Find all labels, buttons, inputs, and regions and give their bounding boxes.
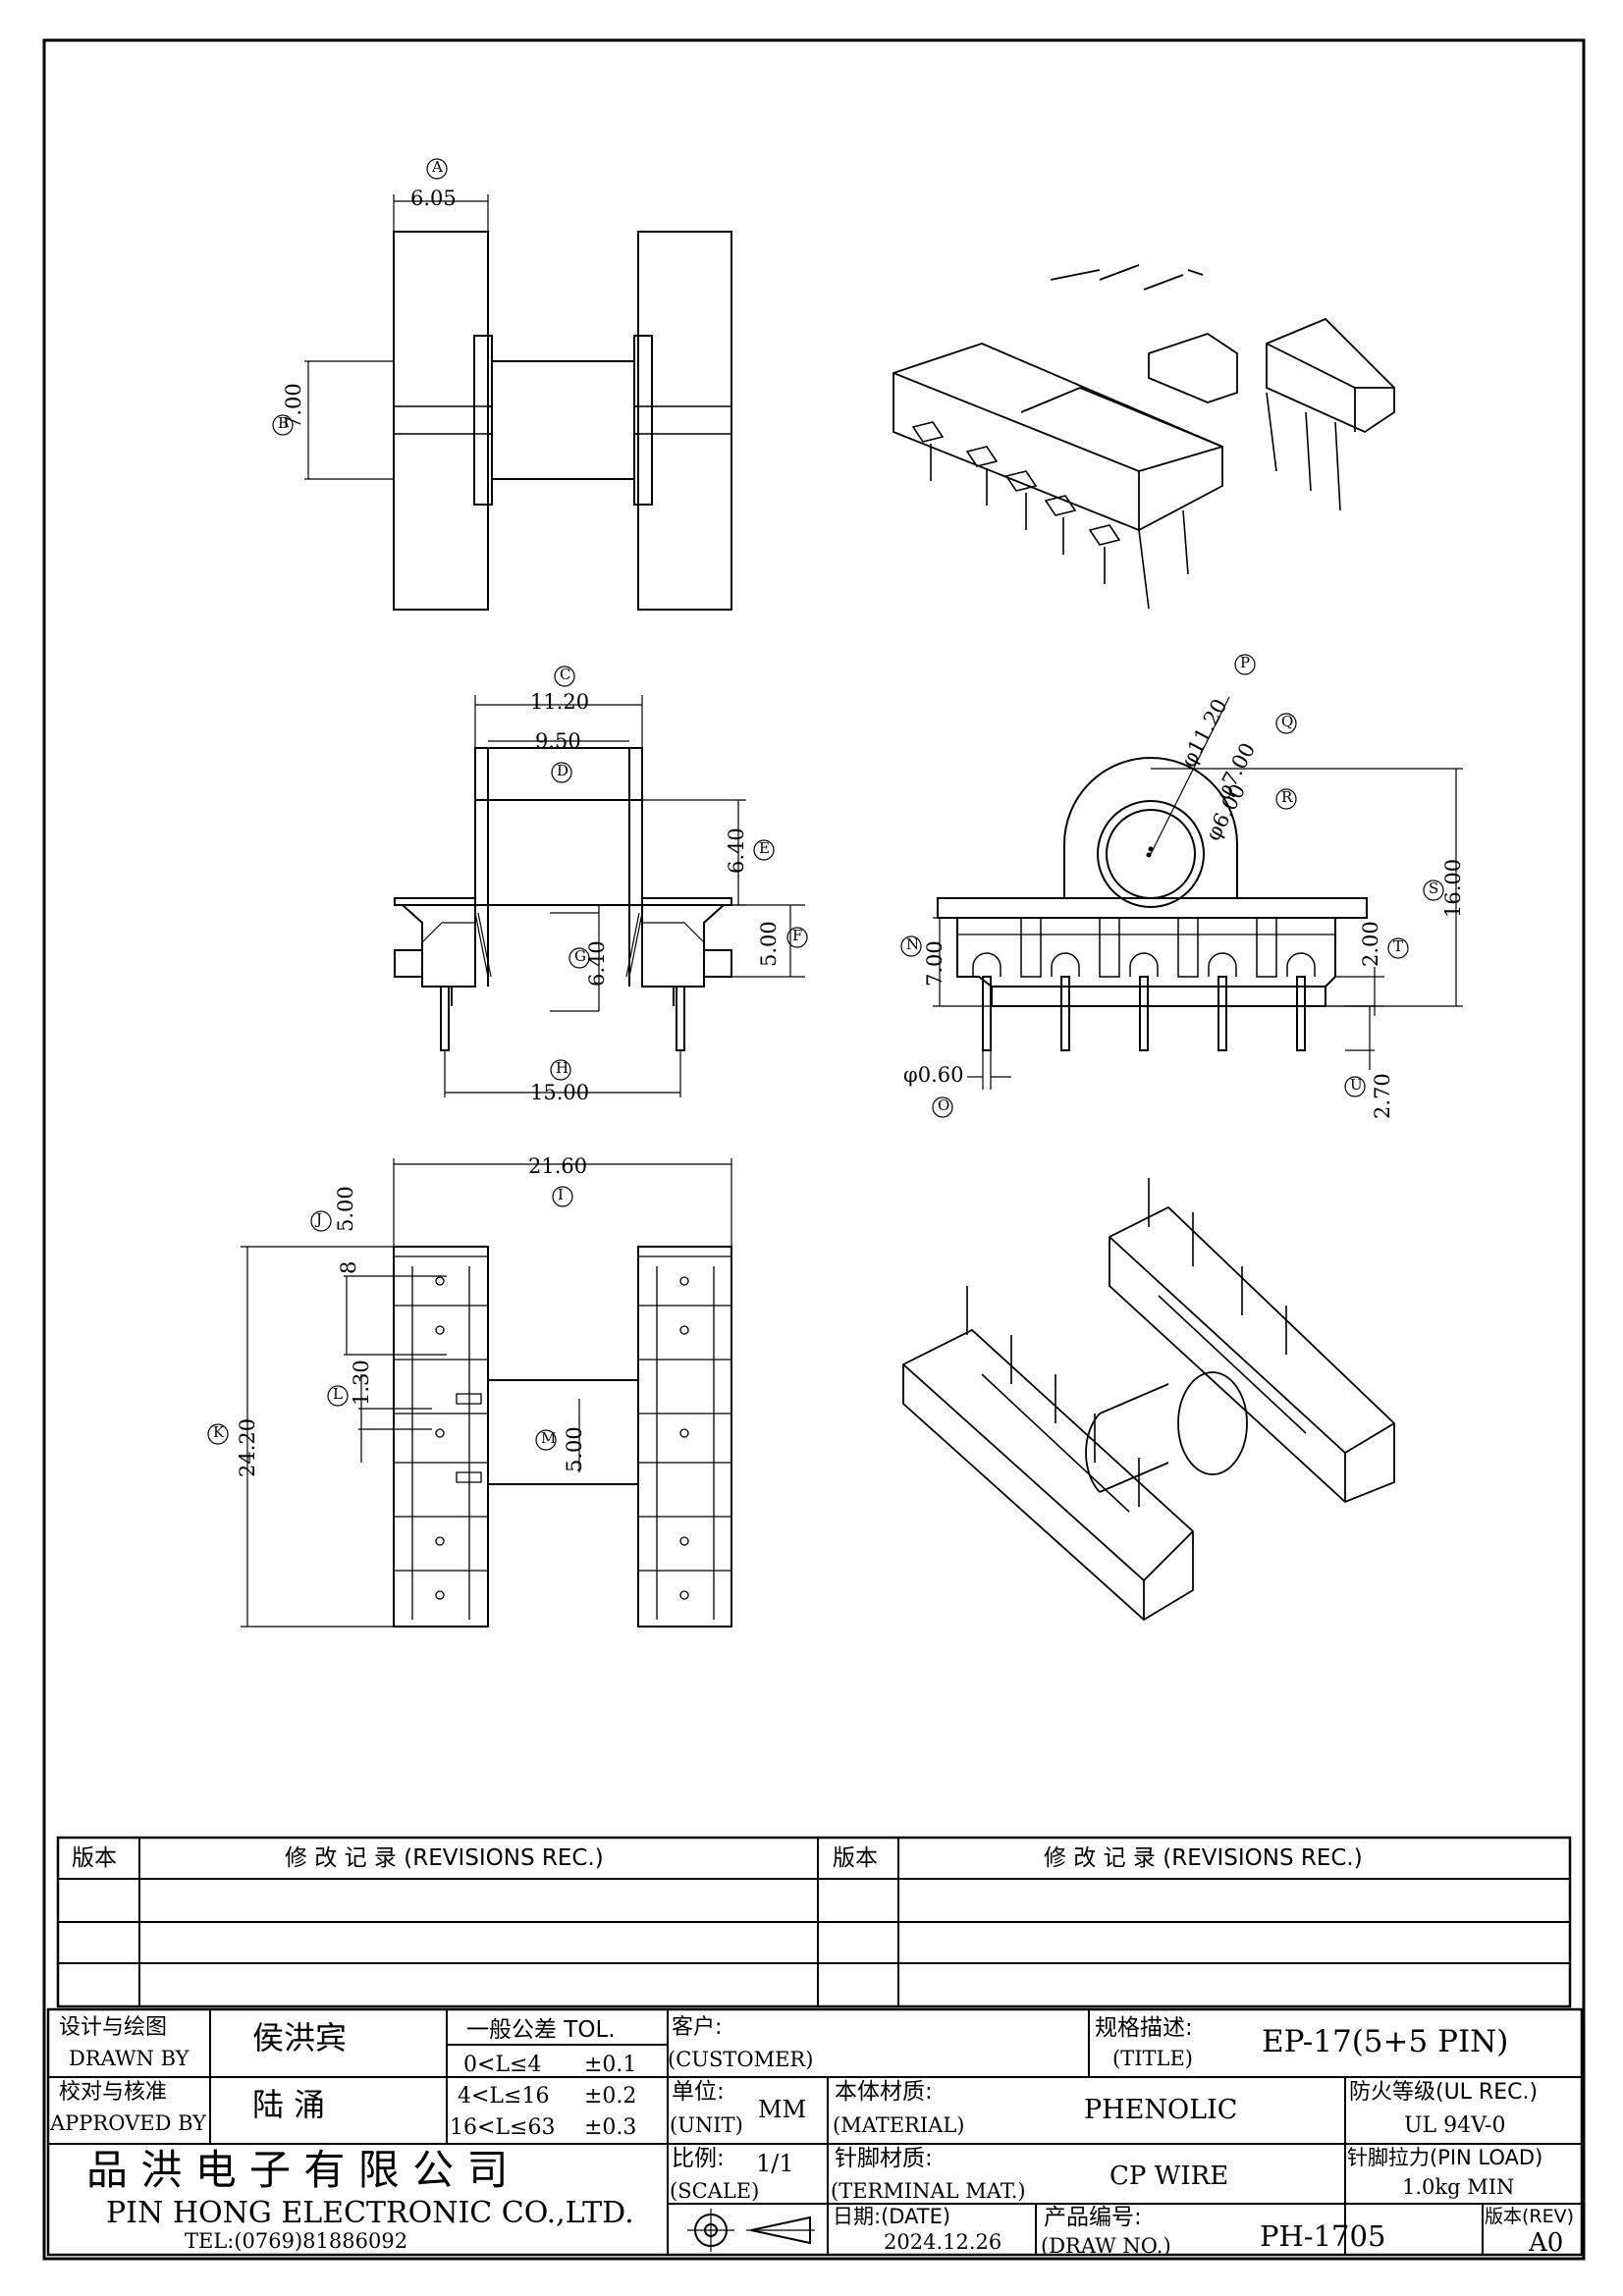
dim-g-value: 6.40 — [585, 940, 609, 987]
terminal-label-en: (TERMINAL MAT.) — [831, 2179, 1026, 2203]
pin-load-value: 1.0kg MIN — [1402, 2175, 1515, 2199]
dim-p-tag: P — [1240, 654, 1251, 671]
date-value: 2024.12.26 — [884, 2230, 1002, 2254]
tol-range-1: 0<L≤4 — [463, 2053, 542, 2077]
unit-label-en: (UNIT) — [670, 2113, 743, 2137]
dim-a-tag: A — [432, 158, 443, 176]
title-label: 规格描述: — [1095, 2015, 1193, 2041]
draw-no-label-en: (DRAW NO.) — [1041, 2234, 1171, 2258]
title-label-en: (TITLE) — [1112, 2047, 1193, 2070]
rev-value: A0 — [1529, 2228, 1564, 2258]
dim-f-value: 5.00 — [757, 921, 781, 967]
revision-table — [56, 1836, 1572, 2008]
dim-k-value: 24.20 — [236, 1417, 259, 1477]
dim-c-tag: C — [560, 666, 571, 683]
unit-label: 单位: — [672, 2079, 725, 2105]
dim-k-tag: K — [213, 1423, 225, 1441]
material-label-en: (MATERIAL) — [833, 2113, 965, 2137]
customer-label-en: (CUSTOMER) — [668, 2048, 814, 2071]
dim-u-value: 2.70 — [1371, 1073, 1394, 1119]
rev-right-version-header: 版本 — [833, 1845, 878, 1871]
material-label: 本体材质: — [835, 2079, 933, 2105]
tol-range-3: 16<L≤63 — [450, 2115, 556, 2140]
title-value: EP-17(5+5 PIN) — [1262, 2024, 1509, 2059]
dim-n-tag: N — [906, 935, 920, 953]
dim-o-value: φ0.60 — [903, 1063, 964, 1087]
dim-g-tag: G — [574, 947, 586, 965]
tol-range-2: 4<L≤16 — [458, 2084, 550, 2109]
isometric-view-top — [893, 264, 1395, 610]
dim-m-tag: M — [541, 1429, 557, 1447]
dim-f-tag: F — [792, 927, 803, 944]
rev-label: 版本(REV) — [1485, 2206, 1575, 2227]
unit-value: MM — [758, 2096, 807, 2123]
draw-no-label: 产品编号: — [1044, 2205, 1142, 2230]
tol-value-3: ±0.3 — [584, 2115, 637, 2140]
dim-m-value: 5.00 — [563, 1426, 586, 1472]
dim-t-tag: T — [1393, 937, 1404, 955]
side-view — [900, 654, 1463, 1118]
rev-left-version-header: 版本 — [72, 1845, 117, 1871]
dim-q-tag: Q — [1281, 713, 1294, 730]
dim-j-tag: J — [316, 1210, 323, 1228]
material-value: PHENOLIC — [1084, 2095, 1238, 2125]
rev-left-records-header: 修 改 记 录 (REVISIONS REC.) — [285, 1845, 604, 1871]
draw-no-value: PH-1705 — [1260, 2219, 1386, 2253]
isometric-view-bottom — [902, 1178, 1395, 1622]
scale-value: 1/1 — [756, 2150, 794, 2177]
approved-by-label: 校对与核准 — [59, 2080, 168, 2105]
front-view — [394, 666, 808, 1097]
dim-b-value: 7.00 — [282, 383, 305, 429]
top-view — [272, 158, 732, 611]
dim-c-value: 11.20 — [530, 690, 590, 714]
tolerance-label: 一般公差 TOL. — [466, 2017, 616, 2043]
scale-label-en: (SCALE) — [670, 2179, 760, 2203]
terminal-label: 针脚材质: — [835, 2146, 933, 2171]
dim-e-tag: E — [759, 839, 770, 857]
dim-d-tag: D — [557, 762, 569, 779]
dim-d-value: 9.50 — [535, 729, 581, 753]
drawn-by-label: 设计与绘图 — [59, 2015, 168, 2040]
tol-value-1: ±0.1 — [584, 2053, 637, 2077]
drawn-by-name: 侯洪宾 — [252, 2019, 348, 2056]
outer-frame — [42, 38, 1586, 2261]
dim-l-tag: L — [333, 1385, 343, 1403]
company-tel: TEL:(0769)81886092 — [185, 2229, 408, 2253]
dim-i-value: 21.60 — [528, 1154, 588, 1178]
rev-right-records-header: 修 改 记 录 (REVISIONS REC.) — [1044, 1845, 1363, 1871]
date-label: 日期:(DATE) — [833, 2205, 951, 2228]
title-block — [46, 2007, 1584, 2257]
customer-label: 客户: — [672, 2015, 723, 2040]
tol-value-2: ±0.2 — [584, 2084, 637, 2109]
dim-e-value: 6.40 — [725, 828, 748, 874]
ul-label: 防火等级(UL REC.) — [1349, 2080, 1539, 2105]
pin-load-label: 针脚拉力(PIN LOAD) — [1347, 2146, 1543, 2169]
dim-s-tag: S — [1429, 880, 1439, 897]
dim-j-value: 5.00 — [334, 1186, 357, 1232]
dim-b-tag: B — [278, 414, 290, 432]
dim-r-tag: R — [1281, 788, 1293, 806]
bottom-view — [207, 1158, 732, 1628]
dim-l-value: 1.30 — [350, 1360, 373, 1406]
dim-s-value: 16.00 — [1441, 858, 1465, 918]
dim-h-value: 15.00 — [530, 1081, 590, 1104]
approved-by-name: 陆 涌 — [252, 2086, 326, 2123]
dim-n-value: 7.00 — [923, 940, 947, 987]
approved-by-label-en: APPROVED BY — [50, 2111, 207, 2135]
dim-h-tag: H — [556, 1059, 569, 1077]
company-name-cn: 品 洪 电 子 有 限 公 司 — [86, 2146, 509, 2194]
ul-value: UL 94V-0 — [1404, 2113, 1506, 2138]
company-name-en: PIN HONG ELECTRONIC CO.,LTD. — [106, 2196, 634, 2230]
terminal-value: CP WIRE — [1109, 2162, 1229, 2191]
dim-u-tag: U — [1350, 1076, 1363, 1094]
dim-j2-value: 8 — [337, 1260, 360, 1274]
drawn-by-label-en: DRAWN BY — [69, 2047, 189, 2070]
dim-t-value: 2.00 — [1359, 921, 1382, 967]
dim-o-tag: O — [938, 1096, 950, 1114]
dim-i-tag: I — [558, 1186, 564, 1203]
scale-label: 比例: — [672, 2146, 725, 2171]
dim-a-value: 6.05 — [410, 187, 457, 210]
